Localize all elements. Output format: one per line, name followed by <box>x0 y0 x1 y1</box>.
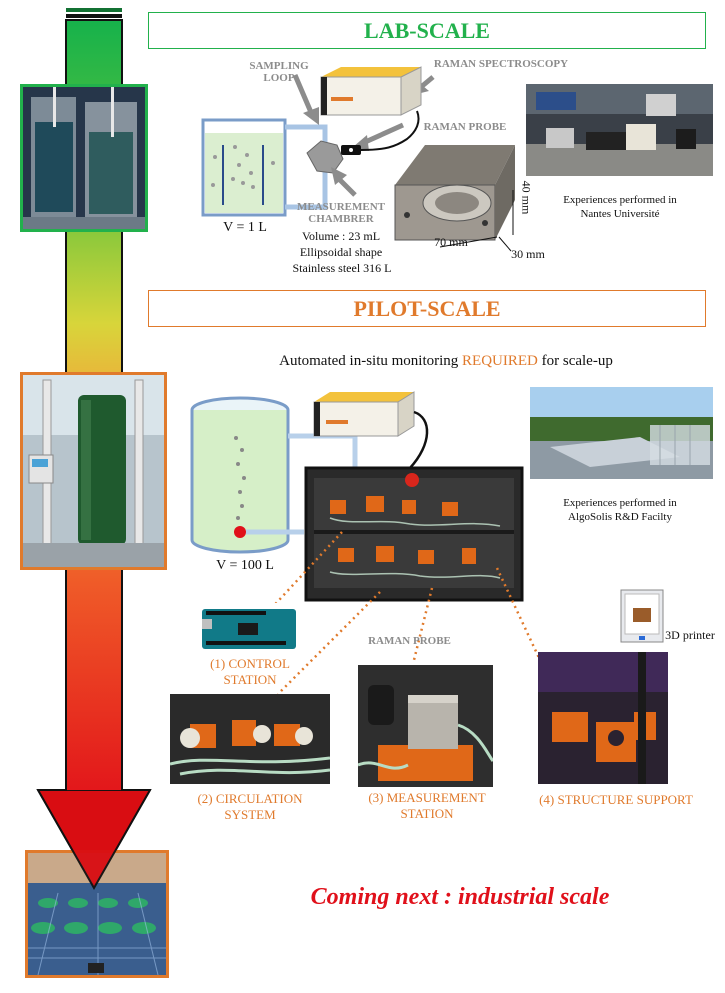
dimension-width-label: 70 mm <box>434 235 468 249</box>
lab-photobioreactor-photo <box>20 84 148 232</box>
lab-volume-label: V = 1 L <box>223 220 267 235</box>
pilot-caption: Experiences performed in AlgoSolis R&D F… <box>563 497 677 523</box>
measurement-station-photo <box>358 665 493 787</box>
raman-spectroscopy-label: RAMAN SPECTROSCOPY <box>433 58 569 70</box>
lab-scale-title: LAB-SCALE <box>148 12 706 49</box>
dimension-depth-label: 30 mm <box>511 247 545 261</box>
circulation-system-label: (2) CIRCULATION SYSTEM <box>197 791 303 822</box>
chamber-spec-volume: Volume : 23 mL <box>301 229 381 243</box>
chamber-spec-material: Stainless steel 316 L <box>292 261 392 275</box>
pilot-raman-probe-label: RAMAN PROBE <box>368 635 451 647</box>
algosolis-facility-photo <box>530 387 713 479</box>
monitoring-suffix: for scale-up <box>537 353 613 369</box>
nantes-lab-photo <box>526 84 713 176</box>
arrow-head-overlay <box>36 790 152 891</box>
pilot-setup-diagram <box>190 391 524 602</box>
sampling-loop-label: SAMPLING LOOP <box>249 60 309 84</box>
pilot-scale-title: PILOT-SCALE <box>148 290 706 327</box>
3d-printer-label: 3D printer <box>665 628 715 642</box>
3d-printer-photo <box>617 588 667 648</box>
monitoring-prefix: Automated in-situ monitoring <box>279 353 463 369</box>
raman-probe-label: RAMAN PROBE <box>423 121 507 133</box>
monitoring-statement: Automated in-situ monitoring REQUIRED fo… <box>196 352 696 370</box>
lab-caption: Experiences performed in Nantes Universi… <box>563 194 677 220</box>
structure-support-photo <box>538 652 668 784</box>
lab-setup-diagram <box>201 66 515 252</box>
structure-support-label: (4) STRUCTURE SUPPORT <box>539 792 693 807</box>
pilot-photobioreactor-photo <box>20 372 167 570</box>
chamber-spec-shape: Ellipsoidal shape <box>299 245 383 259</box>
measurement-station-label: (3) MEASUREMENT STATION <box>368 790 486 821</box>
monitoring-required: REQUIRED <box>462 353 538 369</box>
coming-next-label: Coming next : industrial scale <box>310 884 610 910</box>
arduino-board-photo <box>198 603 300 653</box>
control-station-label: (1) CONTROL STATION <box>210 656 290 687</box>
circulation-system-photo <box>170 694 330 784</box>
pilot-volume-label: V = 100 L <box>216 558 274 573</box>
measurement-chamber-label: MEASUREMENT CHAMBRER <box>296 201 385 225</box>
